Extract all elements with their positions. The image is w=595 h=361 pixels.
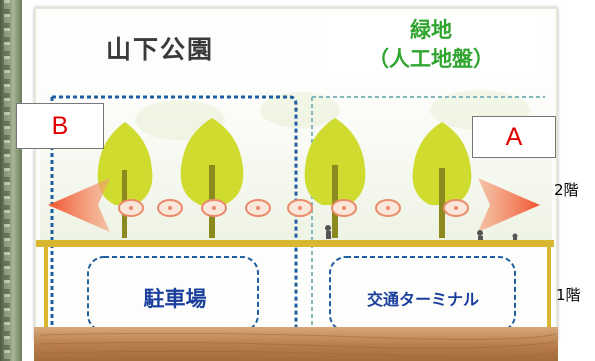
green-area-line2: （人工地盤） [368, 47, 494, 71]
floor-label-2f: 2階 [554, 181, 579, 199]
ground-layer [34, 327, 558, 361]
parking-label: 駐車場 [143, 287, 207, 311]
label-b: B [16, 103, 104, 149]
arrow-right-icon [478, 178, 540, 232]
tree-icon [412, 122, 472, 238]
background-trees [135, 90, 530, 140]
dashed-outline-left [52, 95, 298, 330]
green-area-line1: 緑地 [410, 18, 452, 42]
pillar [547, 247, 551, 332]
label-a: A [472, 116, 556, 158]
wood-grain [39, 332, 557, 358]
green-area-title: 緑地 （人工地盤） [326, 16, 536, 74]
park-title: 山下公園 [106, 35, 215, 64]
background-photo-edge [0, 0, 22, 361]
terminal-label: 交通ターミナル [366, 290, 479, 309]
route-marker-dots [129, 206, 458, 210]
arrow-left-icon [48, 178, 110, 232]
floor-label-1f: 1階 [556, 286, 581, 304]
deck-slab [36, 240, 554, 247]
pillar [44, 247, 48, 332]
